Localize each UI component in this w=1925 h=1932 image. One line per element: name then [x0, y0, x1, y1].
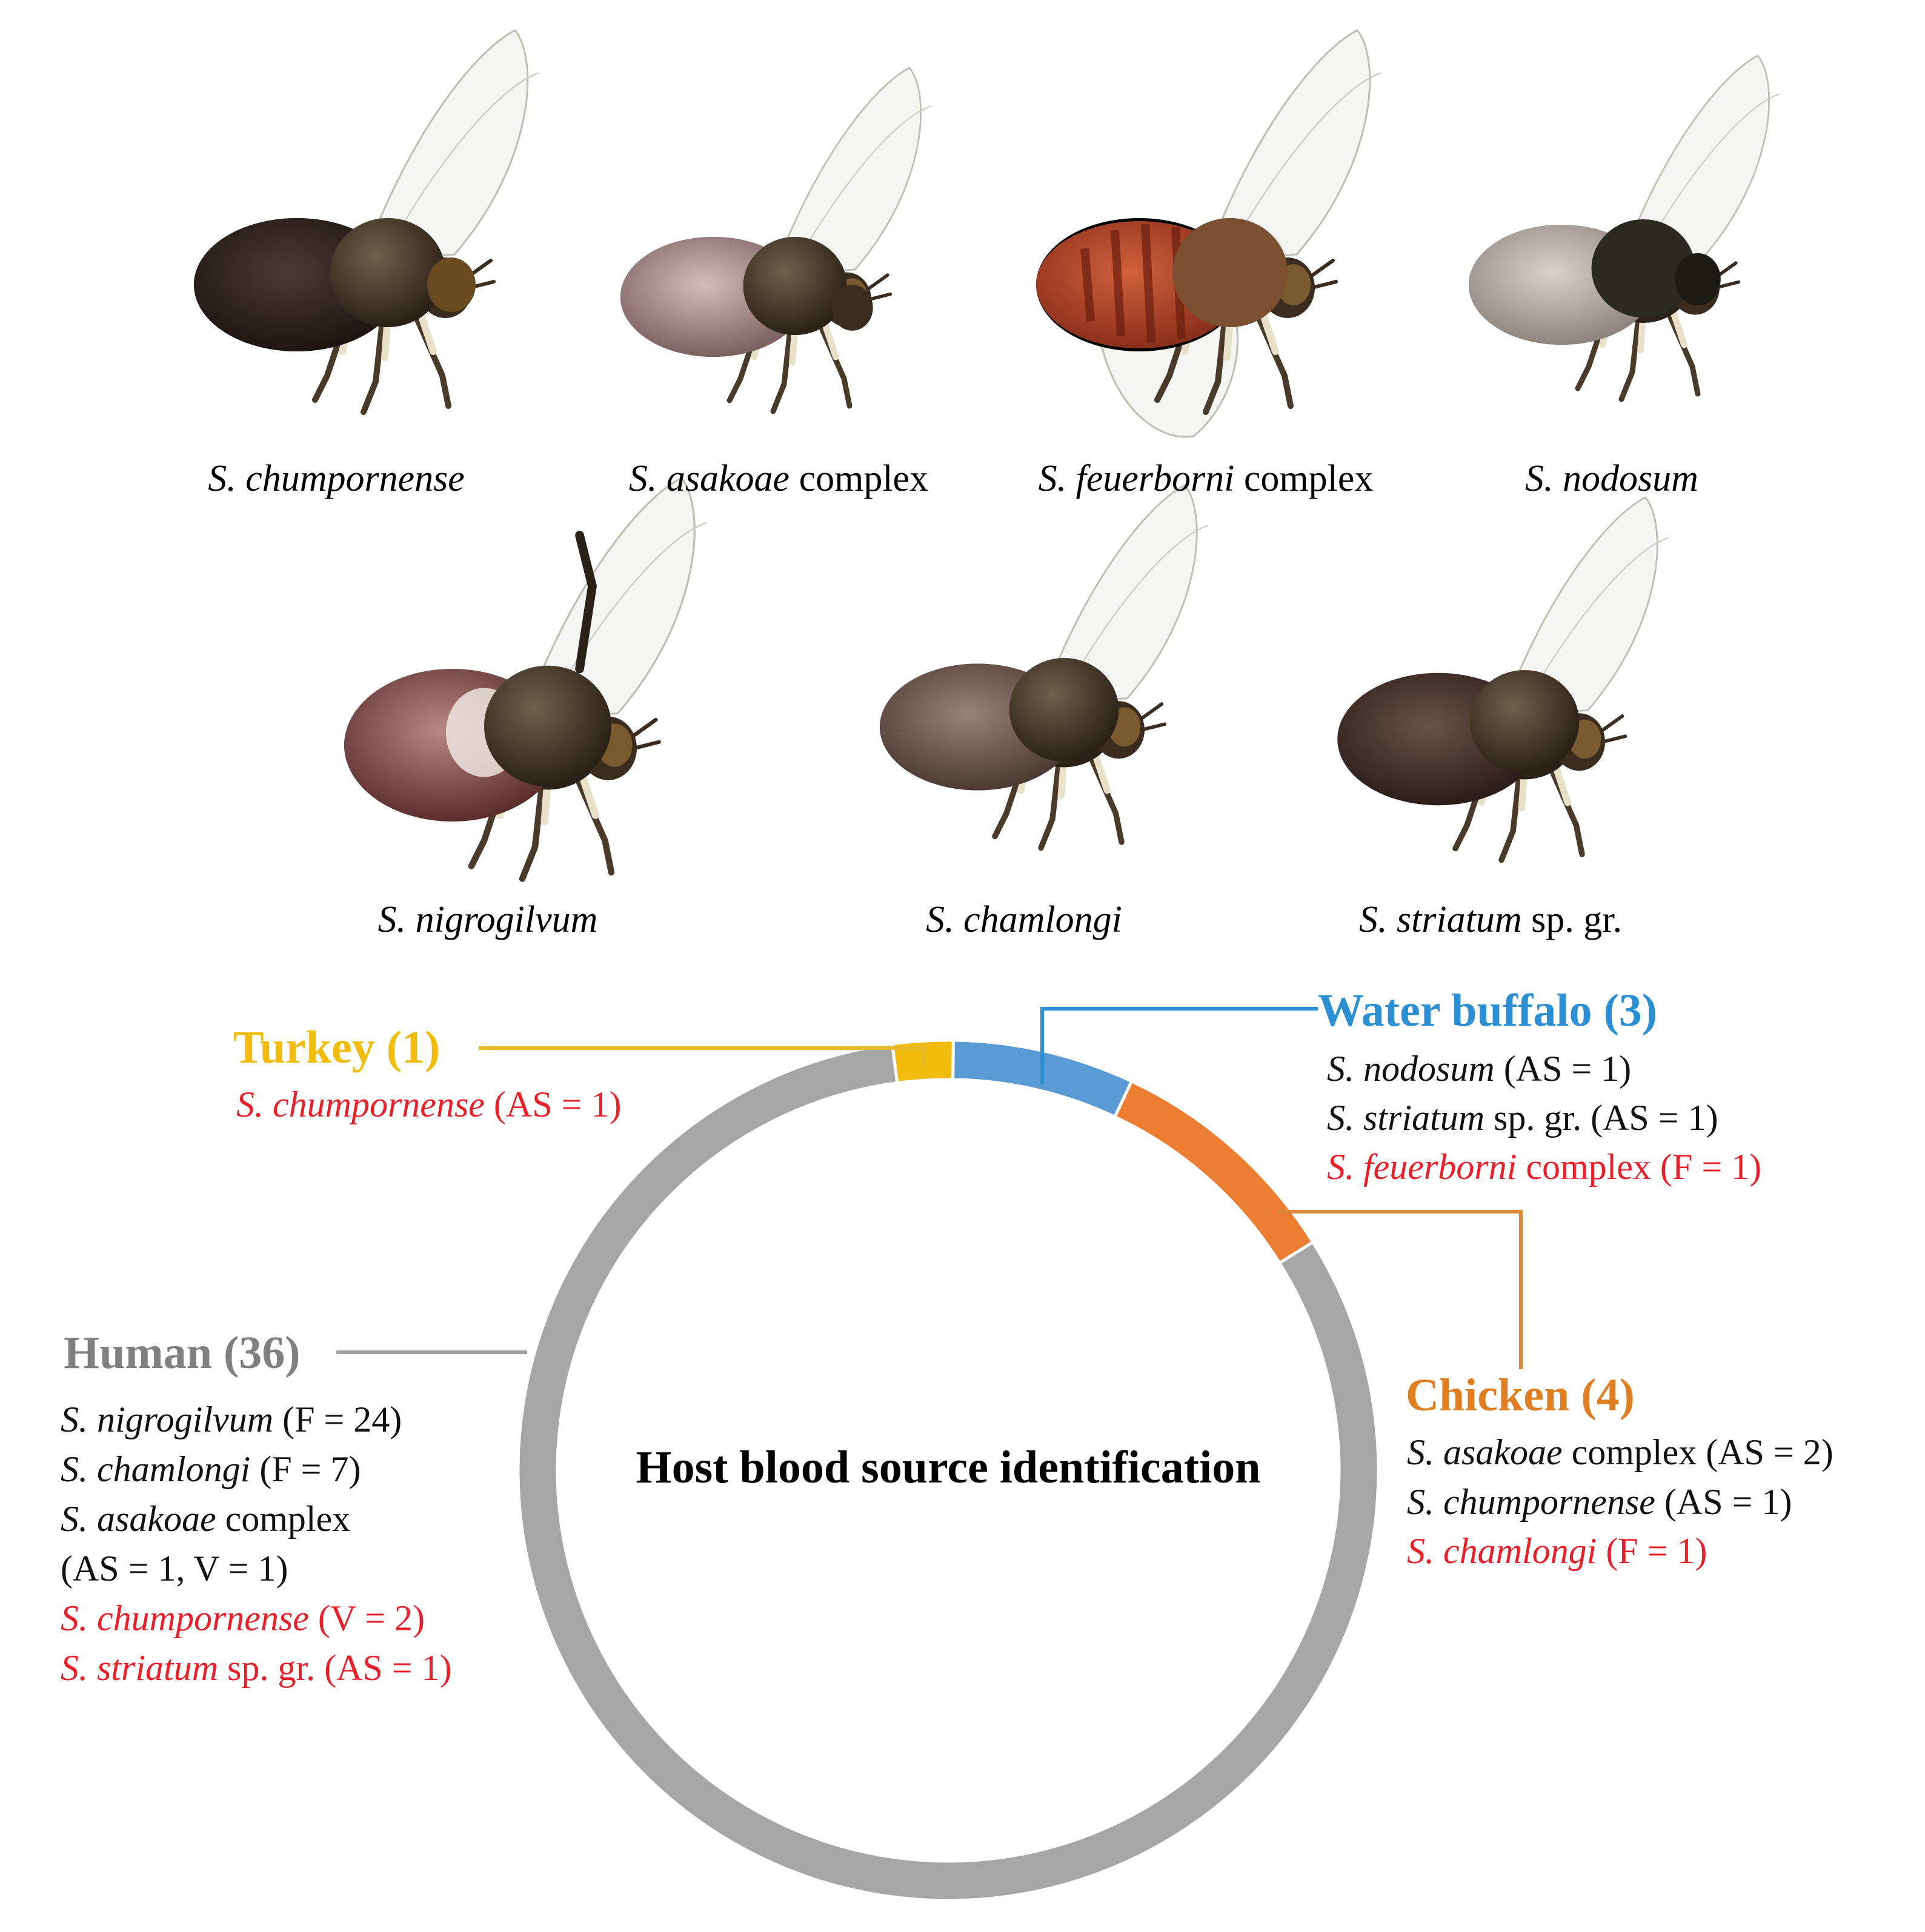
host-line: S. chumpornense (AS = 1) — [236, 1084, 621, 1124]
fly-image-nodosum — [1469, 56, 1780, 399]
fly-image-feuerborni — [1036, 30, 1381, 438]
leader-line-turkey — [479, 1046, 926, 1066]
host-line: S. chumpornense (AS = 1) — [1407, 1482, 1792, 1522]
fly-image-striatum — [1337, 497, 1668, 860]
host-line: S. chamlongi (F = 1) — [1407, 1531, 1707, 1571]
host-line: S. asakoae complex — [61, 1499, 350, 1539]
fly-image-asakoae — [620, 68, 931, 411]
host-line: S. chumpornense (V = 2) — [61, 1598, 425, 1638]
species-caption: S. chumpornense — [208, 458, 465, 499]
host-heading-water-buffalo: Water buffalo (3) — [1318, 985, 1657, 1036]
species-caption: S. asakoae complex — [629, 458, 928, 499]
species-caption: S. striatum sp. gr. — [1359, 899, 1622, 940]
species-caption: S. nodosum — [1525, 458, 1698, 499]
species-caption: S. chamlongi — [926, 899, 1122, 940]
host-line: S. chamlongi (F = 7) — [61, 1449, 361, 1489]
host-line: S. nigrogilvum (F = 24) — [61, 1399, 402, 1439]
leader-line-water-buffalo — [1040, 1007, 1318, 1084]
host-line: S. striatum sp. gr. (AS = 1) — [1327, 1098, 1718, 1138]
host-heading-human: Human (36) — [64, 1327, 301, 1378]
donut-segment-chicken — [1112, 1079, 1315, 1266]
fly-image-nigrogilvum — [344, 478, 707, 879]
host-line: S. nodosum (AS = 1) — [1327, 1049, 1631, 1089]
species-caption: S. feuerborni complex — [1039, 458, 1374, 499]
center-title: Host blood source identification — [636, 1442, 1261, 1493]
fly-image-chamlongi — [880, 485, 1208, 848]
species-caption: S. nigrogilvum — [378, 899, 598, 940]
host-line: (AS = 1, V = 1) — [61, 1549, 288, 1588]
host-heading-turkey: Turkey (1) — [233, 1022, 440, 1073]
host-line: S. feuerborni complex (F = 1) — [1327, 1147, 1761, 1187]
leader-line-chicken — [1278, 1210, 1523, 1369]
fly-image-chumpornense — [194, 30, 539, 412]
host-line: S. asakoae complex (AS = 2) — [1407, 1432, 1834, 1472]
host-heading-chicken: Chicken (4) — [1406, 1370, 1635, 1421]
host-line: S. striatum sp. gr. (AS = 1) — [61, 1648, 452, 1688]
